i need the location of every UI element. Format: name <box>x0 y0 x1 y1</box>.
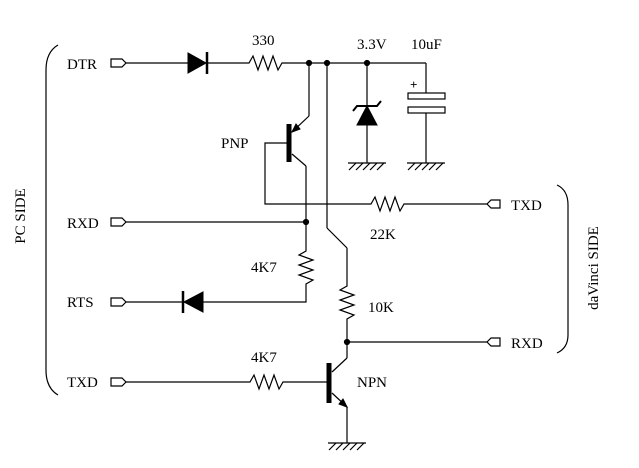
pc-port-txd-connector <box>110 377 127 387</box>
resistor-10k <box>338 282 356 342</box>
resistor-4k7-base <box>246 373 327 391</box>
capacitor-label: 10uF <box>411 37 442 53</box>
davinci-side-brace <box>556 184 569 354</box>
pc-port-rxd-connector <box>110 217 127 227</box>
davinci-port-txd-connector <box>486 199 501 209</box>
pc-port-rts-label: RTS <box>67 295 94 311</box>
npn-transistor-label: NPN <box>357 375 387 391</box>
davinci-port-rxd-connector <box>486 337 501 347</box>
ground-symbol <box>407 162 445 171</box>
resistor-10k-label: 10K <box>368 300 394 316</box>
davinci-port-txd-label: TXD <box>511 198 542 214</box>
pc-port-rts-connector <box>110 297 127 307</box>
ground-symbol <box>348 162 386 171</box>
resistor-22k-label: 22K <box>370 227 396 243</box>
resistor-330 <box>244 54 290 72</box>
capacitor-polarity-mark: + <box>410 77 417 92</box>
pc-side-label: PC SIDE <box>13 188 29 243</box>
resistor-4k7-rts <box>297 247 315 288</box>
supply-voltage-label: 3.3V <box>357 37 387 53</box>
npn-transistor <box>326 342 349 443</box>
pc-port-rxd-label: RXD <box>67 216 99 232</box>
ground-symbol <box>328 442 366 451</box>
pc-port-dtr-connector <box>110 58 127 68</box>
pc-port-dtr-label: DTR <box>67 57 97 73</box>
pc-port-txd-label: TXD <box>67 375 98 391</box>
resistor-330-label: 330 <box>252 33 275 49</box>
davinci-side-label: daVinci SIDE <box>586 226 602 310</box>
resistor-4k7-base-label: 4K7 <box>251 350 277 366</box>
davinci-port-rxd-label: RXD <box>511 336 543 352</box>
pc-side-brace <box>45 44 59 396</box>
diode-dtr <box>187 52 209 74</box>
diode-rts <box>181 291 204 313</box>
resistor-4k7-rts-label: 4K7 <box>251 260 277 276</box>
pnp-transistor-label: PNP <box>221 136 249 152</box>
capacitor-10uf <box>407 92 446 114</box>
resistor-22k <box>367 195 410 213</box>
pnp-transistor <box>286 63 310 222</box>
